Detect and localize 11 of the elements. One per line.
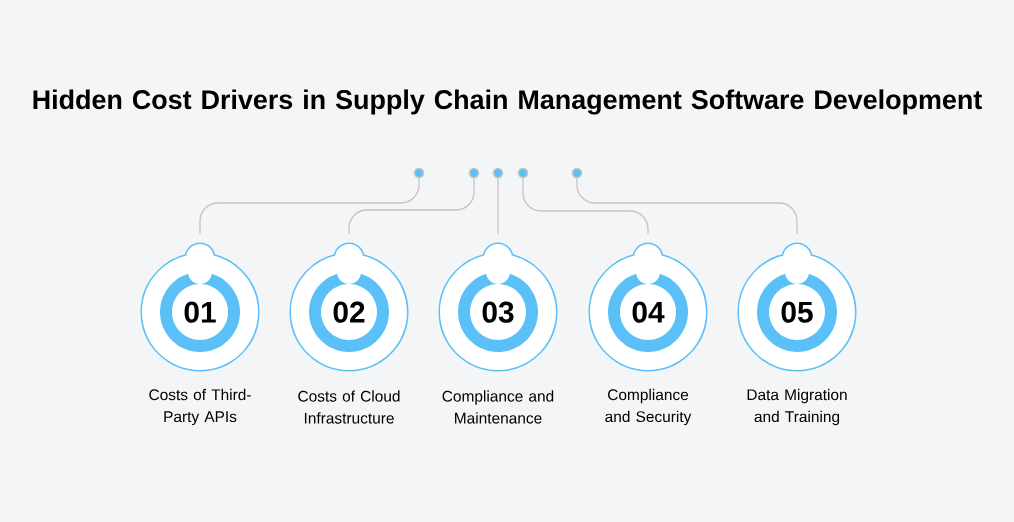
connector-line [522,177,649,235]
connector-line [576,177,798,235]
connector-line [348,177,475,235]
connector-line [497,177,499,235]
step-caption: Costs of Third-Party APIs [149,388,251,426]
title: Hidden Cost Drivers in Supply Chain Management Software Development [33,89,982,115]
step-caption: Data Migration and Training [747,388,847,426]
connector-line [199,177,420,235]
step-caption: Costs of Cloud Infrastructure [298,390,400,424]
step-caption: Compliance and Security [605,388,692,426]
step-caption: Compliance and Maintenance [442,390,554,424]
